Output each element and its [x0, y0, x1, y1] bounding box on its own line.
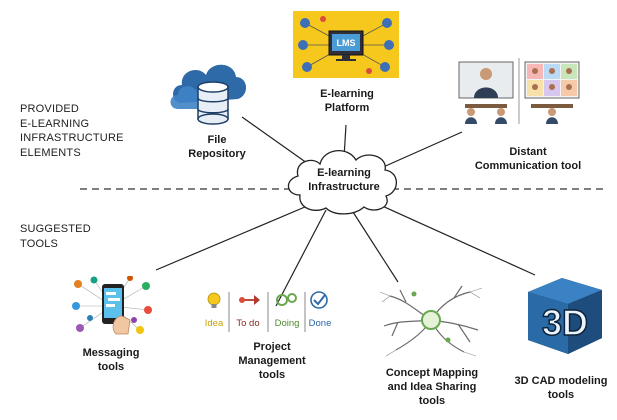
cloud-database-icon [170, 64, 247, 125]
board-column-todo: To do [236, 318, 259, 329]
phone-contacts-icon [72, 276, 152, 335]
svg-text:3D: 3D [542, 302, 588, 343]
mind-map-icon [379, 285, 483, 357]
cad-modeling-tools-label: 3D CAD modeling tools [514, 375, 608, 401]
file-repository-label: File Repository [188, 134, 246, 160]
center-node-label: E-learning Infrastructure [308, 167, 380, 193]
elearning-platform-label: E-learning Platform [320, 88, 374, 114]
provided-elements-label: PROVIDED E-LEARNING INFRASTRUCTURE ELEME… [20, 103, 124, 159]
3d-cube-icon: 3D [528, 278, 602, 354]
board-column-idea: Idea [205, 318, 224, 329]
lms-screen-icon: LMS [293, 11, 399, 78]
project-management-tools-label: Project Management tools [238, 341, 306, 381]
distant-communication-label: Distant Communication tool [474, 146, 582, 172]
link-distant-communication [380, 131, 463, 169]
suggested-tools-label: SUGGESTED TOOLS [20, 223, 91, 250]
kanban-board-icon: Idea To do Doing Done [205, 291, 332, 332]
board-column-doing: Doing [275, 318, 300, 329]
concept-mapping-tools-label: Concept Mapping and Idea Sharing tools [385, 367, 479, 407]
link-messaging-tools [155, 203, 313, 271]
board-column-done: Done [309, 318, 332, 329]
messaging-tools-label: Messaging tools [82, 347, 140, 373]
svg-text:LMS: LMS [337, 38, 356, 48]
link-cad-modeling-tools [379, 204, 536, 276]
central-cloud-shape [287, 150, 398, 215]
link-concept-mapping-tools [352, 211, 399, 283]
link-file-repository [241, 116, 315, 169]
link-project-management-tools [275, 209, 327, 307]
video-conference-icon [458, 58, 580, 124]
